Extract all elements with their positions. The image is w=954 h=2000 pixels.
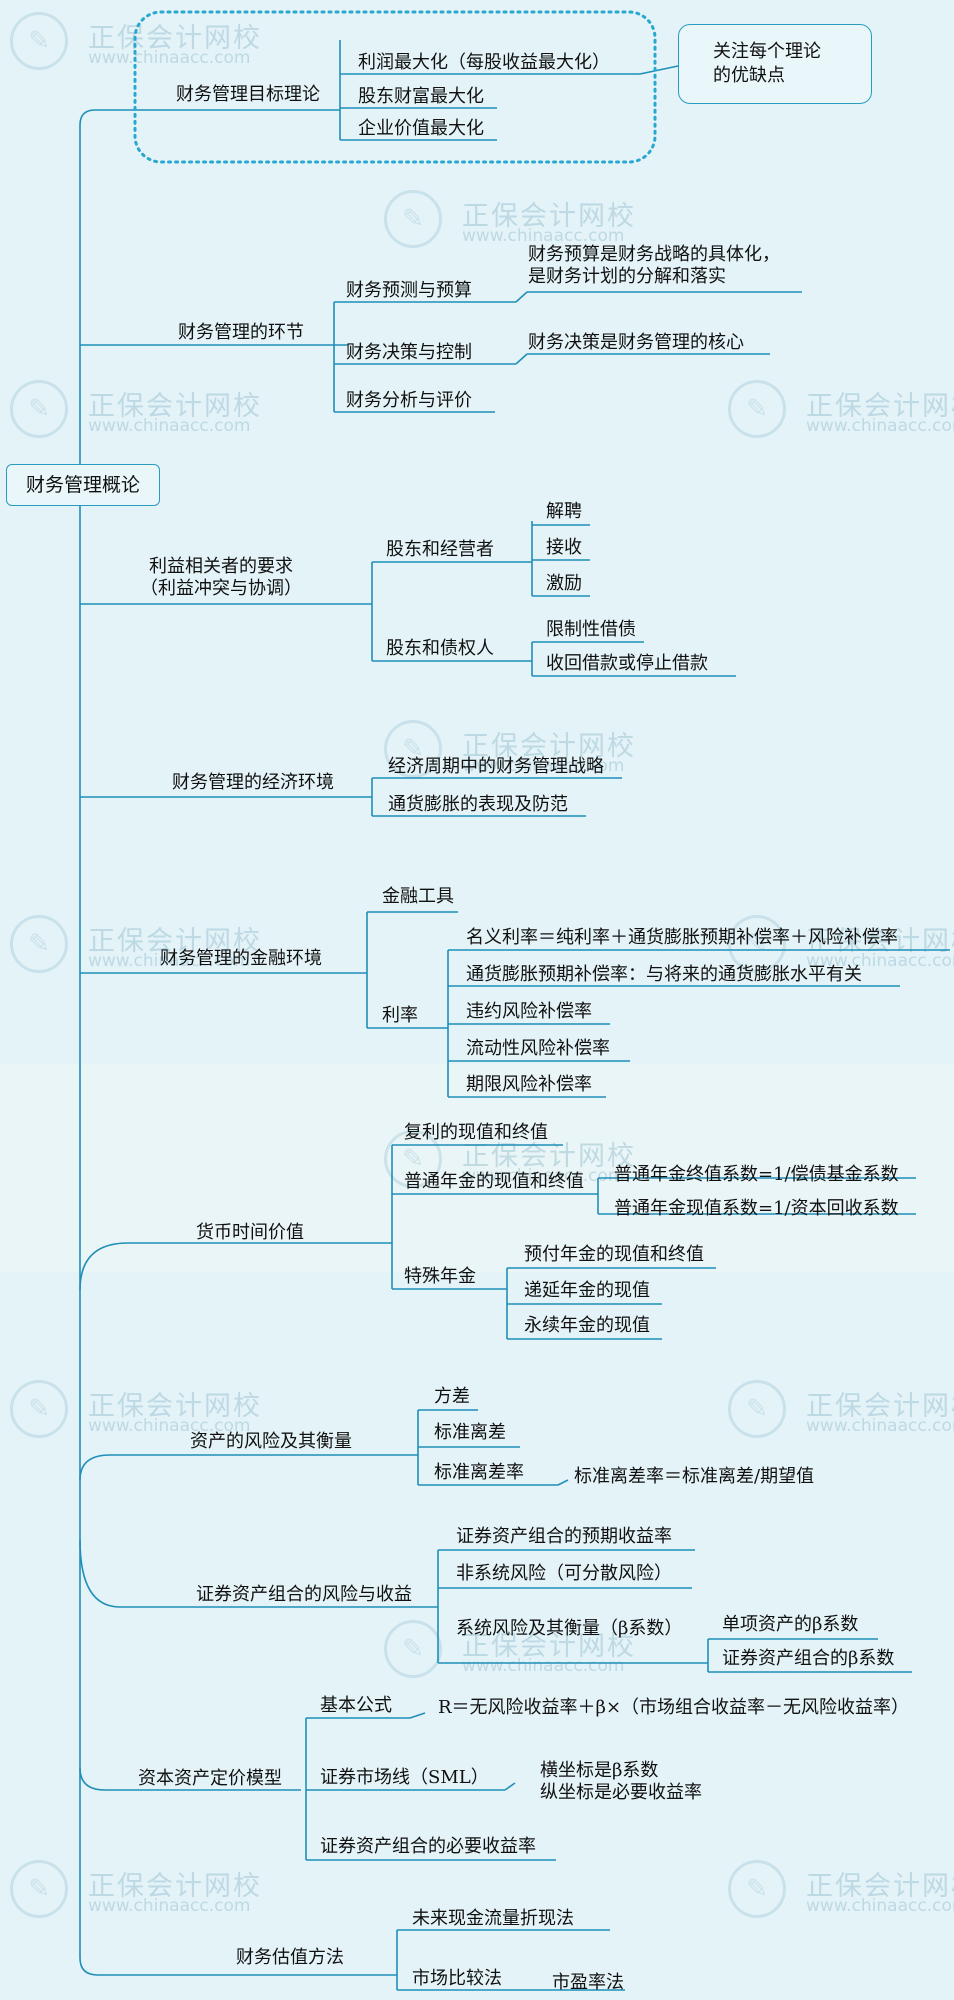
watermark-logo-icon: ✎ bbox=[728, 380, 786, 438]
node-perpetuity: 永续年金的现值 bbox=[524, 1315, 650, 1336]
branch-economic-env: 财务管理的经济环境 bbox=[172, 772, 334, 793]
node-dcf: 未来现金流量折现法 bbox=[412, 1908, 574, 1929]
node-cv: 标准离差率 bbox=[434, 1462, 524, 1483]
watermark-logo-icon: ✎ bbox=[10, 12, 68, 70]
node-basic-formula: 基本公式 bbox=[320, 1695, 392, 1716]
branch-capm: 资本资产定价模型 bbox=[138, 1768, 282, 1789]
branch-goal-theory: 财务管理目标理论 bbox=[176, 84, 320, 105]
branch-asset-risk: 资产的风险及其衡量 bbox=[190, 1431, 352, 1452]
callout-box: 关注每个理论 的优缺点 bbox=[678, 24, 872, 104]
watermark-logo-icon: ✎ bbox=[384, 1130, 442, 1188]
root-label: 财务管理概论 bbox=[25, 474, 140, 496]
capm-formula: R＝无风险收益率＋β×（市场组合收益率－无风险收益率） bbox=[438, 1697, 910, 1718]
node-expected-return: 证券资产组合的预期收益率 bbox=[456, 1526, 672, 1547]
node-sml: 证券市场线（SML） bbox=[320, 1767, 489, 1788]
node-nominal-rate: 名义利率＝纯利率＋通货膨胀预期补偿率＋风险补偿率 bbox=[466, 927, 898, 948]
node-portfolio-required-return: 证券资产组合的必要收益率 bbox=[320, 1836, 536, 1857]
watermark-logo-icon: ✎ bbox=[728, 915, 786, 973]
node-financial-instruments: 金融工具 bbox=[382, 886, 454, 907]
node-portfolio-beta: 证券资产组合的β系数 bbox=[722, 1648, 895, 1669]
node-liquidity-premium: 流动性风险补偿率 bbox=[466, 1038, 610, 1059]
node-fv-factor: 普通年金终值系数=1/偿债基金系数 bbox=[614, 1164, 899, 1185]
branch-financial-env: 财务管理的金融环境 bbox=[160, 948, 322, 969]
node-compound: 复利的现值和终值 bbox=[404, 1122, 548, 1143]
node-ordinary-annuity: 普通年金的现值和终值 bbox=[404, 1171, 584, 1192]
node-unsystematic-risk: 非系统风险（可分散风险） bbox=[456, 1563, 672, 1584]
node-shareholder-manager: 股东和经营者 bbox=[386, 539, 494, 560]
node-shareholder-creditor: 股东和债权人 bbox=[386, 638, 494, 659]
node-recall-loan: 收回借款或停止借款 bbox=[546, 653, 708, 674]
watermark-logo-icon: ✎ bbox=[10, 915, 68, 973]
node-analysis-evaluation: 财务分析与评价 bbox=[346, 390, 472, 411]
node-asset-beta: 单项资产的β系数 bbox=[722, 1614, 859, 1635]
note-decision: 财务决策是财务管理的核心 bbox=[528, 332, 744, 353]
node-forecast-budget: 财务预测与预算 bbox=[346, 280, 472, 301]
node-restrict-borrow: 限制性借债 bbox=[546, 619, 636, 640]
node-profit-max: 利润最大化（每股收益最大化） bbox=[358, 52, 610, 73]
root-node: 财务管理概论 bbox=[6, 464, 160, 506]
watermark-logo-icon: ✎ bbox=[10, 380, 68, 438]
node-dismiss: 解聘 bbox=[546, 501, 582, 522]
node-takeover: 接收 bbox=[546, 537, 582, 558]
branch-stages: 财务管理的环节 bbox=[178, 322, 304, 343]
note-budget: 财务预算是财务战略的具体化， 是财务计划的分解和落实 bbox=[528, 244, 780, 287]
watermark-logo-icon: ✎ bbox=[728, 1860, 786, 1918]
node-deferred-annuity: 递延年金的现值 bbox=[524, 1280, 650, 1301]
callout-text: 关注每个理论 的优缺点 bbox=[713, 41, 821, 86]
watermark-band bbox=[0, 1064, 954, 1272]
note-cv: 标准离差率＝标准离差/期望值 bbox=[574, 1466, 815, 1487]
node-pv-factor: 普通年金现值系数=1/资本回收系数 bbox=[614, 1198, 899, 1219]
node-systematic-risk: 系统风险及其衡量（β系数） bbox=[456, 1618, 683, 1639]
watermark-logo-icon: ✎ bbox=[10, 1860, 68, 1918]
node-market-comparison: 市场比较法 bbox=[412, 1968, 502, 1989]
node-shareholder-wealth: 股东财富最大化 bbox=[358, 86, 484, 107]
node-interest-rate: 利率 bbox=[382, 1005, 418, 1026]
watermark-logo-icon: ✎ bbox=[10, 1380, 68, 1438]
node-decision-control: 财务决策与控制 bbox=[346, 342, 472, 363]
node-inflation-premium: 通货膨胀预期补偿率：与将来的通货膨胀水平有关 bbox=[466, 964, 862, 985]
branch-portfolio: 证券资产组合的风险与收益 bbox=[196, 1584, 412, 1605]
watermark-logo-icon: ✎ bbox=[728, 1380, 786, 1438]
node-economic-cycle: 经济周期中的财务管理战略 bbox=[388, 756, 604, 777]
branch-stakeholders: 利益相关者的要求 （利益冲突与协调） bbox=[140, 556, 302, 599]
watermark-logo-icon: ✎ bbox=[384, 190, 442, 248]
node-maturity-premium: 期限风险补偿率 bbox=[466, 1074, 592, 1095]
watermark-logo-icon: ✎ bbox=[384, 1620, 442, 1678]
node-firm-value: 企业价值最大化 bbox=[358, 118, 484, 139]
watermark-logo-icon: ✎ bbox=[384, 720, 442, 778]
node-pe-method: 市盈率法 bbox=[552, 1972, 624, 1993]
node-std-dev: 标准离差 bbox=[434, 1422, 506, 1443]
branch-valuation: 财务估值方法 bbox=[236, 1947, 344, 1968]
sml-axes-note: 横坐标是β系数 纵坐标是必要收益率 bbox=[540, 1760, 702, 1803]
node-inflation: 通货膨胀的表现及防范 bbox=[388, 794, 568, 815]
node-default-premium: 违约风险补偿率 bbox=[466, 1001, 592, 1022]
branch-time-value: 货币时间价值 bbox=[196, 1222, 304, 1243]
node-variance: 方差 bbox=[434, 1386, 470, 1407]
node-incentive: 激励 bbox=[546, 573, 582, 594]
node-special-annuity: 特殊年金 bbox=[404, 1266, 476, 1287]
node-annuity-due: 预付年金的现值和终值 bbox=[524, 1244, 704, 1265]
